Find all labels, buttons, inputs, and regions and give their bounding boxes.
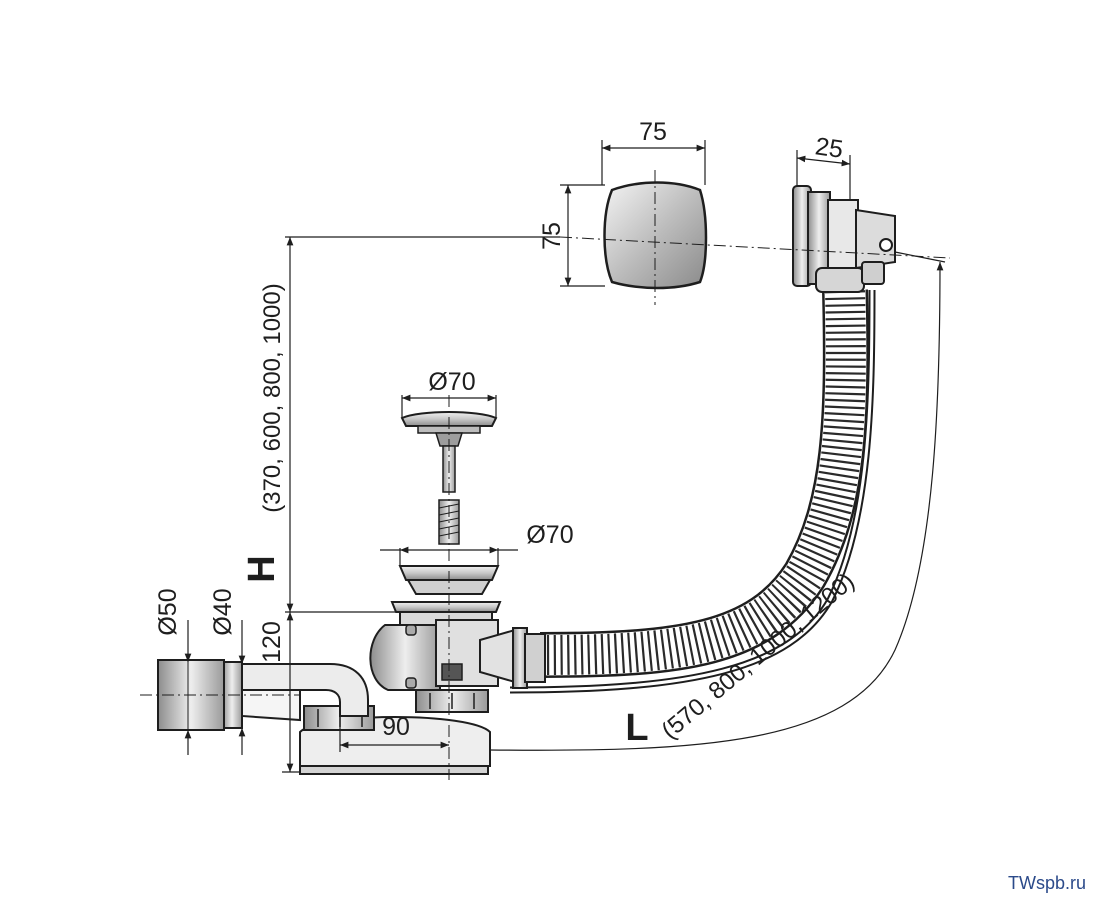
watermark: TWspb.ru [1007, 873, 1086, 893]
height-letter: H [241, 555, 283, 582]
strainer-diameter-label: Ø70 [526, 521, 573, 549]
cap-height-label: 75 [538, 222, 566, 250]
plug-diameter-label: Ø70 [428, 368, 475, 396]
outlet-d50-label: Ø50 [154, 588, 182, 635]
trap-body [299, 601, 546, 775]
overflow-head-side [792, 185, 896, 293]
cap-width-label: 75 [639, 118, 667, 146]
outlet-d40-label: Ø40 [209, 588, 237, 635]
trap-height-label: 120 [258, 621, 286, 663]
height-values: (370, 600, 800, 1000) [259, 283, 286, 513]
flexible-hose [509, 289, 876, 694]
center-lines [140, 170, 951, 780]
length-letter: L [625, 707, 648, 749]
overflow-depth-label: 25 [813, 132, 844, 164]
overflow-cap-front [603, 181, 708, 290]
dimension-lines [184, 140, 946, 773]
trap-offset-label: 90 [382, 713, 410, 741]
